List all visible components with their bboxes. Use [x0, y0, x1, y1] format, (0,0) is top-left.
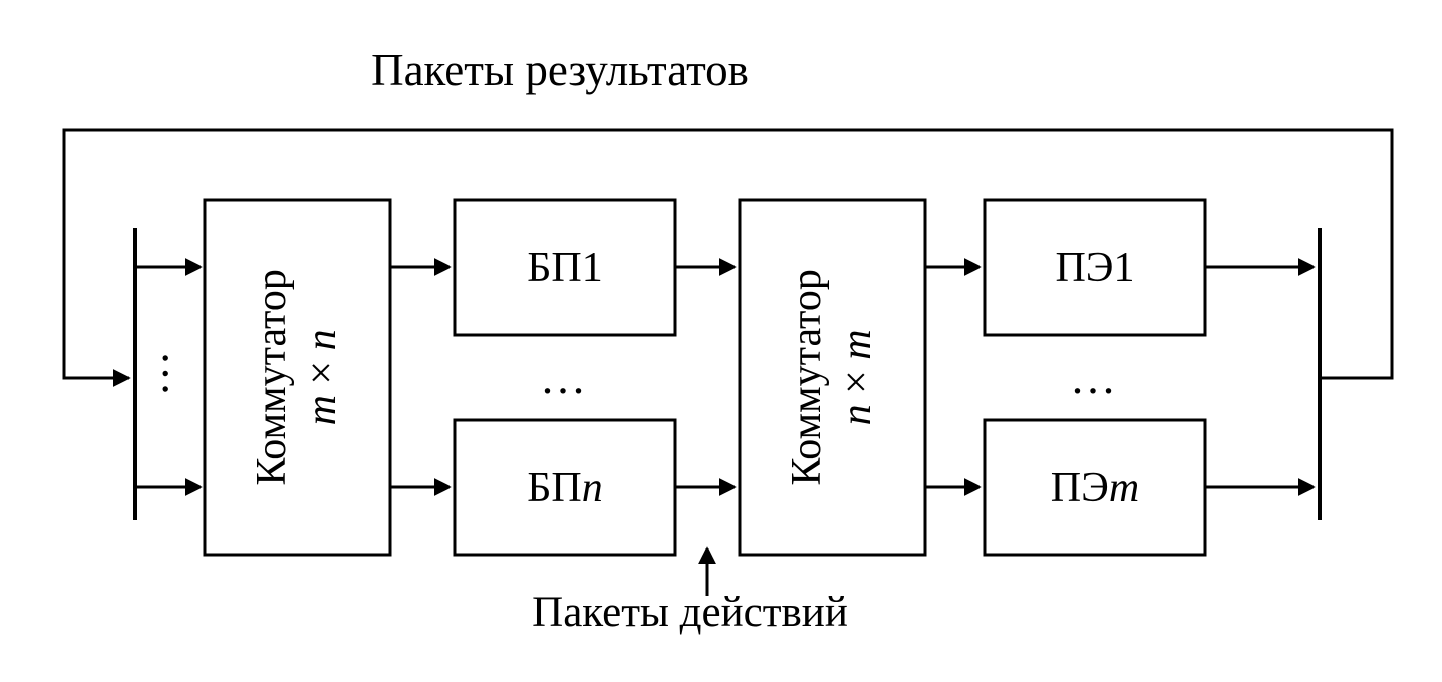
- commutator2-rotated-text: Коммутатор n × m: [782, 269, 883, 486]
- bp-ellipsis: ...: [455, 337, 675, 417]
- commutator2-dim-right: m: [834, 329, 881, 360]
- commutator1-dim-times: ×: [299, 350, 346, 396]
- bp1-box: [453, 198, 677, 337]
- bpn-index: n: [581, 464, 603, 511]
- commutator2-dim-left: n: [834, 404, 881, 426]
- commutator1-label: Коммутатор m × n: [205, 200, 390, 555]
- commutator2-size: n × m: [833, 269, 883, 486]
- diagram-title: Пакеты результатов: [371, 45, 749, 95]
- commutator1-rotated-text: Коммутатор m × n: [247, 269, 348, 486]
- commutator1-box: [203, 198, 392, 557]
- commutator1-size: m × n: [298, 269, 348, 486]
- bp1-index: 1: [581, 244, 603, 291]
- commutator1-name: Коммутатор: [249, 269, 296, 486]
- bp1-label: БП 1: [455, 200, 675, 335]
- bpn-prefix: БП: [527, 464, 582, 511]
- action-packets-label: Пакеты действий: [532, 589, 848, 636]
- bpn-box: [453, 418, 677, 557]
- pem-box: [983, 418, 1207, 557]
- left-bus-ellipsis: ...: [148, 344, 208, 406]
- commutator2-name: Коммутатор: [784, 269, 831, 486]
- commutator1-dim-left: m: [299, 395, 346, 426]
- pem-index: m: [1108, 464, 1140, 511]
- pe1-index: 1: [1113, 244, 1135, 291]
- commutator2-label: Коммутатор n × m: [740, 200, 925, 555]
- pe-ellipsis-text: ...: [1071, 351, 1119, 403]
- commutator2-dim-times: ×: [834, 359, 881, 405]
- pem-label: ПЭ m: [985, 420, 1205, 555]
- pe-ellipsis: ...: [985, 337, 1205, 417]
- pe1-label: ПЭ 1: [985, 200, 1205, 335]
- bp1-prefix: БП: [527, 244, 582, 291]
- pe1-box: [983, 198, 1207, 337]
- left-bus-ellipsis-text: ...: [152, 351, 204, 399]
- bp-ellipsis-text: ...: [541, 351, 589, 403]
- pem-prefix: ПЭ: [1050, 464, 1109, 511]
- feedback-loop-line: [62, 128, 1394, 387]
- pe1-prefix: ПЭ: [1055, 244, 1114, 291]
- commutator1-dim-right: n: [299, 329, 346, 351]
- bpn-label: БП n: [455, 420, 675, 555]
- commutator2-box: [738, 198, 927, 557]
